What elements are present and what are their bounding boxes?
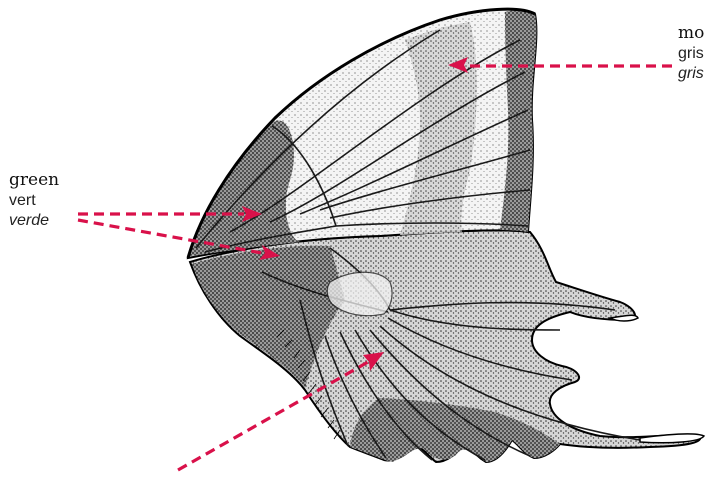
label-green-es: verde (9, 211, 59, 231)
label-mo-en: mo (678, 23, 704, 44)
label-green: green vert verde (9, 170, 59, 231)
label-green-fr: vert (9, 191, 59, 211)
label-green-en: green (9, 170, 59, 191)
label-mo-fr: gris (678, 44, 704, 64)
label-mo: mo gris gris (678, 23, 704, 84)
label-mo-es: gris (678, 64, 704, 84)
